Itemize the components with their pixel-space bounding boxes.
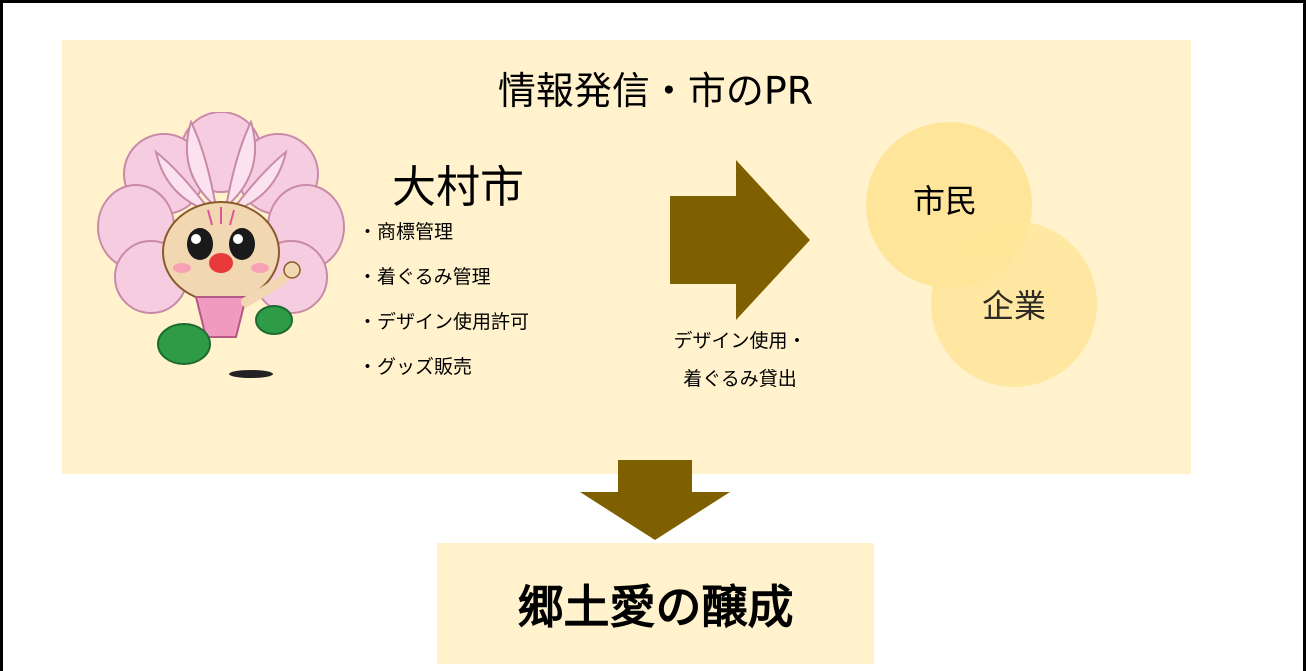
city-name: 大村市 bbox=[392, 162, 524, 213]
duty-design-permission: ・デザイン使用許可 bbox=[358, 311, 530, 333]
result-box: 郷土愛の醸成 bbox=[437, 543, 874, 664]
arrow-down-icon bbox=[580, 460, 730, 540]
city-duty-list: ・商標管理 ・着ぐるみ管理 ・デザイン使用許可 ・グッズ販売 bbox=[358, 220, 529, 400]
arrow-caption-line-2: 着ぐるみ貸出 bbox=[683, 368, 797, 390]
duty-goods-sales: ・グッズ販売 bbox=[358, 356, 473, 378]
mascot-right-shoe bbox=[255, 305, 293, 335]
sakura-mascot-illustration bbox=[97, 112, 345, 378]
arrow-right-icon bbox=[670, 160, 810, 320]
arrow-caption-line-1: デザイン使用・ bbox=[673, 330, 807, 352]
result-text: 郷土愛の醸成 bbox=[517, 579, 794, 634]
mascot-left-shoe bbox=[157, 323, 211, 365]
companies-circle: 企業 bbox=[931, 221, 1097, 387]
companies-label: 企業 bbox=[981, 287, 1046, 325]
duty-costume: ・着ぐるみ管理 bbox=[358, 266, 491, 288]
arrow-caption: デザイン使用・ 着ぐるみ貸出 bbox=[640, 322, 840, 398]
diagram-title: 情報発信・市のPR bbox=[497, 69, 814, 113]
mascot-shadow bbox=[229, 370, 273, 378]
duty-trademark: ・商標管理 bbox=[358, 221, 454, 243]
mascot-body bbox=[194, 296, 248, 338]
citizens-label: 市民 bbox=[912, 182, 977, 220]
